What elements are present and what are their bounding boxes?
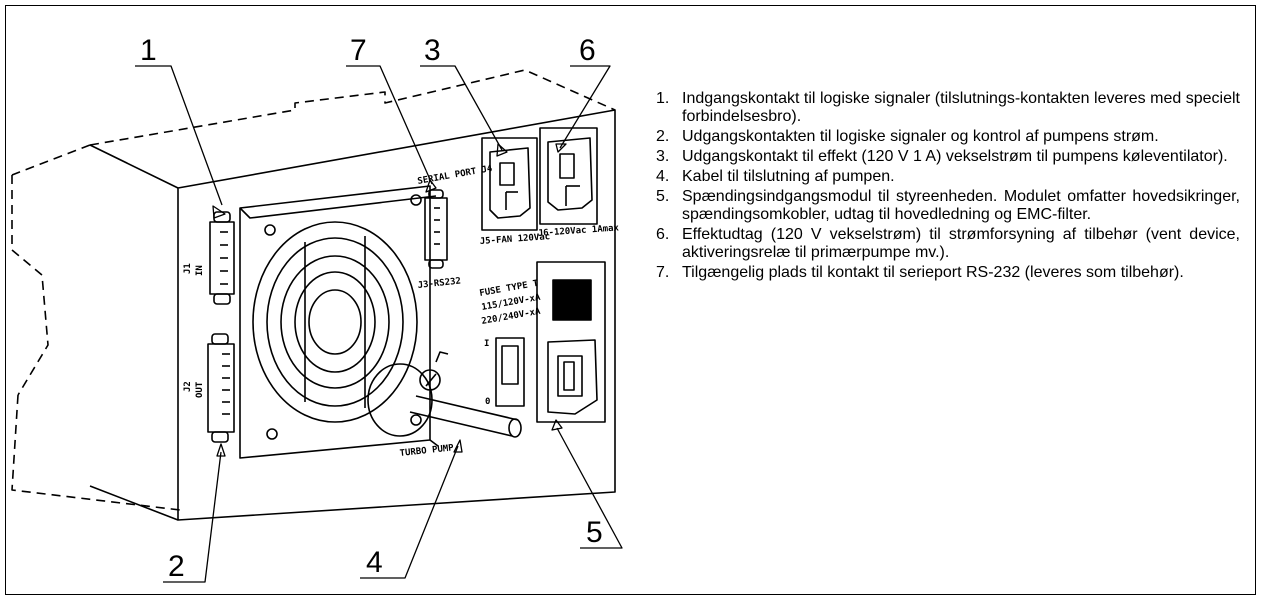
j2-out-connector: [207, 333, 235, 443]
legend-text: Udgangskontakt til effekt (120 V 1 A) ve…: [682, 148, 1228, 165]
rear-panel: [177, 109, 616, 521]
housing-outline: [11, 69, 616, 511]
legend-text: Kabel til tilslutning af pumpen.: [682, 168, 895, 185]
legend-number: 6.: [656, 226, 670, 243]
turbo-pump-label: TURBO PUMP: [399, 443, 455, 459]
legend-item: 5. Spændingsindgangsmodul til styreenhede…: [650, 188, 1240, 224]
callout-4: 4: [366, 546, 383, 579]
accessory-outlet-j6: [539, 127, 598, 225]
outlet-j5-label: J5-FAN 120Vac: [480, 232, 551, 247]
callout-7: 7: [350, 34, 367, 67]
panel-side-edge: [89, 144, 179, 521]
controller-rear-panel-diagram: 1 7 3 6 2 4 5 SERIAL PORT J4 J1 IN J2 OU…: [11, 34, 623, 583]
j2-out-label: OUT: [195, 381, 205, 398]
legend-number: 5.: [656, 188, 670, 205]
j1-in-label: IN: [195, 265, 205, 276]
legend-item: 3. Udgangskontakt til effekt (120 V 1 A) …: [650, 148, 1240, 166]
figure-frame: [5, 5, 1256, 595]
switch-on-label: I: [484, 339, 489, 349]
legend-list: 1. Indgangskontakt til logiske signaler (…: [650, 90, 1240, 284]
fan-outlet-j5: [481, 137, 538, 231]
legend-item: 6. Effektudtag (120 V vekselstrøm) til st…: [650, 226, 1240, 262]
leader-lines: [135, 65, 623, 583]
power-entry-module: [536, 261, 606, 423]
legend-item: 1. Indgangskontakt til logiske signaler (…: [650, 90, 1240, 126]
j2-label: J2: [183, 381, 193, 392]
callout-3: 3: [424, 34, 441, 67]
legend-number: 4.: [656, 168, 670, 185]
legend-number: 3.: [656, 148, 670, 165]
outlet-j6-label: J6-120Vac 1Amax: [538, 223, 620, 239]
power-switch: [495, 337, 525, 407]
legend-item: 7. Tilgængelig plads til kontakt til seri…: [650, 264, 1240, 282]
callout-6: 6: [579, 34, 596, 67]
legend-text: Effektudtag (120 V vekselstrøm) til strø…: [682, 226, 1240, 261]
fan-unit: [239, 185, 439, 459]
pump-cable: [367, 351, 522, 438]
legend-number: 1.: [656, 90, 670, 107]
legend-number: 7.: [656, 264, 670, 281]
serial-port-j3: [424, 189, 448, 269]
callout-1: 1: [140, 34, 157, 67]
callout-5: 5: [586, 516, 603, 549]
j3-label: J3-RS232: [417, 277, 461, 291]
legend-text: Udgangskontakten til logiske signaler og…: [682, 128, 1159, 145]
legend-item: 2. Udgangskontakten til logiske signaler …: [650, 128, 1240, 146]
switch-off-label: 0: [485, 397, 490, 407]
legend-item: 4. Kabel til tilslutning af pumpen.: [650, 168, 1240, 186]
legend-text: Indgangskontakt til logiske signaler (ti…: [682, 90, 1240, 125]
callout-2: 2: [168, 550, 185, 583]
j1-in-connector: [209, 211, 235, 305]
legend-number: 2.: [656, 128, 670, 145]
legend-text: Spændingsindgangsmodul til styreenheden.…: [682, 188, 1240, 223]
legend-text: Tilgængelig plads til kontakt til seriep…: [682, 264, 1184, 281]
j1-label: J1: [183, 263, 193, 274]
